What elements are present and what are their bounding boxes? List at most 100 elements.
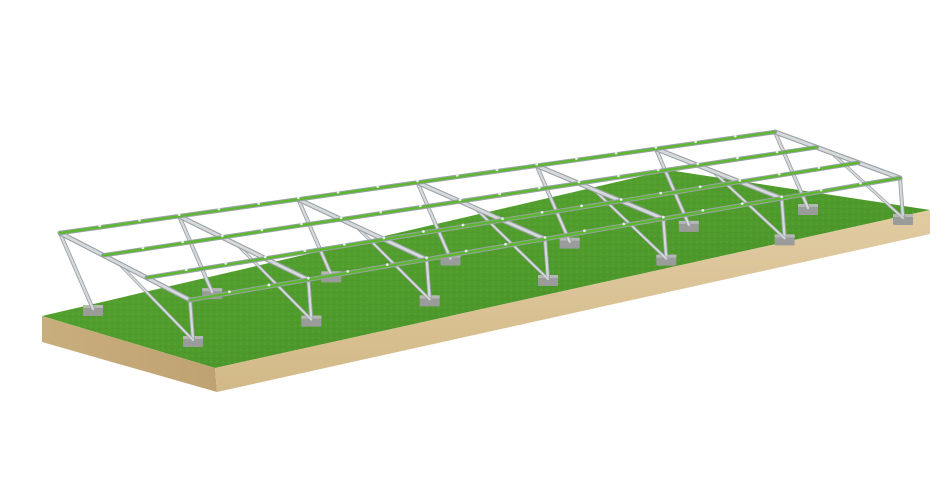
rail-clamp: [300, 222, 303, 226]
front-leg-highlight: [425, 258, 431, 301]
rear-leg-highlight: [535, 164, 571, 243]
rear-leg-highlight: [654, 147, 690, 226]
rail-clamp: [577, 180, 581, 184]
rail-clamp: [696, 162, 700, 166]
rail-clamp: [376, 185, 380, 189]
rail-clamp: [263, 255, 267, 259]
rail-clamp: [346, 269, 350, 273]
rail-clamp: [698, 185, 702, 189]
solar-racking-structure: [57, 129, 913, 347]
rail-clamp: [777, 172, 781, 176]
rail-clamp: [740, 202, 744, 206]
rail-clamp: [181, 240, 184, 244]
rail-clamp: [659, 191, 663, 195]
rail-clamp: [619, 198, 623, 201]
rail-clamp: [455, 173, 459, 177]
rail-clamp: [184, 268, 188, 272]
rail-clamp: [296, 196, 300, 200]
rail-clamp: [859, 181, 862, 185]
rail-clamp: [661, 215, 665, 219]
soil-front: [215, 210, 930, 392]
rail-clamp: [701, 208, 705, 212]
front-leg-highlight: [780, 197, 786, 240]
rail-clamp: [501, 217, 504, 221]
cross-beam-highlight: [654, 147, 784, 200]
rail-clamp: [306, 276, 310, 280]
rail-clamp: [780, 195, 784, 199]
rail-clamp: [464, 249, 468, 253]
rail-clamp: [336, 190, 340, 194]
grass-texture: [42, 170, 930, 368]
rail-clamp: [574, 157, 578, 160]
rail-clamp: [656, 168, 660, 172]
rail-clamp: [228, 290, 231, 294]
rail-clamp: [217, 207, 221, 211]
rail-clamp: [540, 210, 544, 214]
rail-clamp: [543, 236, 547, 239]
rail-clamp: [303, 249, 307, 253]
rail-green: [145, 161, 860, 279]
cross-beam-highlight: [535, 164, 665, 221]
front-leg-highlight: [188, 298, 195, 342]
diagonal-brace-highlight: [117, 262, 194, 341]
cross-beam-highlight: [416, 181, 547, 241]
rail-clamp: [461, 223, 465, 227]
rail-clamp: [418, 204, 422, 208]
front-leg-highlight: [543, 237, 550, 281]
rear-leg-highlight: [178, 215, 214, 294]
rail-clamp: [98, 224, 102, 228]
rail-clamp: [654, 145, 658, 149]
rail-clamp: [177, 213, 181, 217]
rail-clamp: [535, 162, 539, 166]
rail-clamp: [775, 150, 779, 154]
ground-slab: [42, 170, 930, 392]
diagonal-brace-highlight: [355, 225, 431, 301]
rail-clamp: [382, 236, 386, 240]
rail-clamp: [694, 140, 697, 144]
front-leg-highlight: [307, 278, 313, 321]
rail-clamp: [614, 151, 618, 155]
rail-clamp: [738, 178, 742, 182]
rail-clamp: [504, 242, 507, 246]
soil-side-left: [42, 316, 217, 392]
rail-clamp: [422, 230, 425, 233]
rail-clamp: [342, 242, 346, 246]
rail-clamp: [224, 261, 228, 265]
rail-clamp: [379, 210, 383, 214]
rail-clamp: [537, 186, 541, 190]
rail-clamp: [141, 246, 145, 250]
rear-leg-highlight: [416, 181, 452, 260]
rail-clamp: [498, 192, 502, 196]
rail-clamp: [580, 204, 583, 208]
rail-clamp: [622, 222, 626, 226]
cross-beam-highlight: [177, 214, 310, 282]
rail-clamp: [819, 188, 823, 192]
rail-clamp: [458, 198, 462, 202]
rail-clamp: [583, 229, 586, 233]
rail-clamp: [425, 256, 429, 260]
rail-clamp: [257, 202, 261, 205]
rail-clamp: [267, 283, 271, 287]
cross-beam-highlight: [58, 231, 192, 302]
front-leg-highlight: [898, 176, 905, 220]
rear-leg-highlight: [297, 198, 333, 277]
rail-clamp: [617, 174, 620, 178]
rail-clamp: [817, 166, 821, 169]
cross-beam-highlight: [773, 130, 902, 180]
rail-clamp: [495, 168, 499, 172]
rail-clamp: [220, 234, 224, 238]
front-leg-highlight: [662, 217, 668, 260]
rail-clamp: [416, 179, 419, 183]
rail-green: [102, 146, 818, 257]
rail-green: [188, 176, 902, 302]
rail-green: [58, 130, 777, 235]
rail-clamp: [339, 216, 343, 220]
rail-clamp: [138, 218, 141, 222]
rail-clamp: [385, 263, 389, 267]
rail-clamp: [736, 156, 739, 160]
cross-beam-highlight: [296, 197, 429, 261]
rail-clamp: [733, 134, 737, 138]
rail-clamp: [260, 228, 264, 232]
rear-leg-highlight: [58, 231, 95, 311]
